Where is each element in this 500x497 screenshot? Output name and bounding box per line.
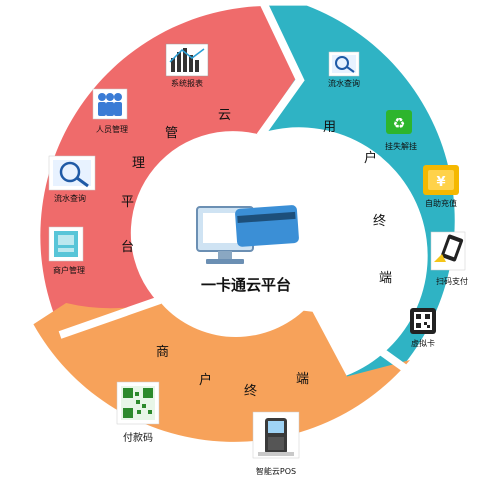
segment-char-merchant-2: 户 (199, 372, 212, 388)
segment-char-cloud-3: 理 (132, 156, 145, 171)
segment-char-cloud-2: 管 (165, 126, 178, 141)
segment-cloud-management (40, 5, 296, 334)
personnel-icon (92, 88, 128, 120)
smart-pos-label: 智能云POS (256, 466, 296, 476)
scan-pay-icon (430, 231, 466, 271)
payment-code-icon (116, 381, 160, 425)
segment-char-cloud-5: 台 (121, 240, 134, 255)
segment-char-user-1: 用 (323, 120, 336, 135)
virtual-card-icon (410, 308, 436, 334)
svg-text:♻: ♻ (393, 116, 406, 132)
segment-char-merchant-4: 端 (296, 372, 309, 387)
system-report-icon (165, 43, 209, 77)
segment-char-user-3: 终 (373, 213, 386, 229)
self-recharge-label: 自助充值 (425, 198, 457, 208)
personnel-label: 人员管理 (96, 124, 128, 134)
flow-query-cloud-icon (48, 155, 96, 191)
segment-char-user-4: 端 (379, 271, 392, 286)
segment-char-cloud-1: 云 (218, 108, 231, 123)
loss-report-icon: ♻ (386, 110, 412, 134)
smart-pos-icon (252, 411, 300, 459)
platform-title: 一卡通云平台 (201, 276, 291, 294)
payment-code-label: 付款码 (123, 431, 153, 444)
flow-query-cloud-label: 流水查询 (54, 193, 86, 203)
svg-text:¥: ¥ (436, 175, 445, 190)
loss-report-label: 挂失解挂 (385, 141, 417, 151)
segment-char-merchant-1: 商 (156, 345, 169, 360)
segment-user-terminal (258, 5, 455, 379)
self-recharge-icon: ¥ (423, 165, 459, 195)
virtual-card-label: 虚拟卡 (411, 338, 435, 348)
segment-char-user-2: 户 (364, 150, 377, 166)
flow-query-user-label: 流水查询 (328, 78, 360, 88)
segment-char-cloud-4: 平 (121, 195, 134, 210)
flow-query-user-icon (328, 51, 360, 77)
scan-pay-label: 扫码支付 (436, 276, 468, 286)
computer-card-icon (196, 205, 299, 264)
merchant-management-label: 商户管理 (53, 265, 85, 275)
system-report-label: 系统报表 (171, 78, 203, 88)
merchant-management-icon (48, 226, 84, 262)
segment-char-merchant-3: 终 (244, 383, 257, 399)
